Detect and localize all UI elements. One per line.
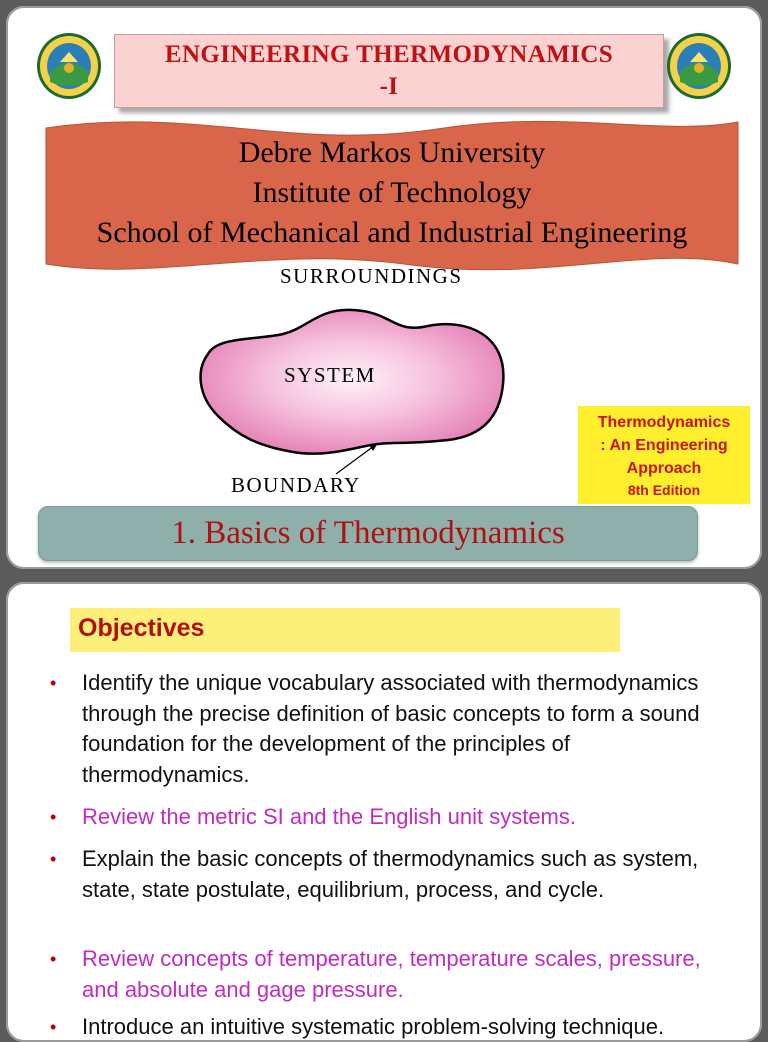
school-name: School of Mechanical and Industrial Engi… bbox=[96, 216, 688, 249]
objective-bullet: • Explain the basic concepts of thermody… bbox=[46, 844, 706, 905]
course-title-line-1: ENGINEERING THERMODYNAMICS bbox=[164, 41, 614, 68]
objective-text: Review concepts of temperature, temperat… bbox=[82, 946, 701, 1002]
university-seal-icon bbox=[36, 32, 102, 100]
objective-bullet: • Identify the unique vocabulary associa… bbox=[46, 668, 706, 790]
textbook-title-line-3: Approach bbox=[626, 460, 702, 477]
bullet-dot-icon: • bbox=[50, 1017, 57, 1037]
bullet-dot-icon: • bbox=[50, 849, 57, 869]
objectives-heading: Objectives bbox=[78, 614, 205, 642]
course-title-line-2: -I bbox=[379, 73, 399, 100]
textbook-reference-box: Thermodynamics : An Engineering Approach… bbox=[578, 406, 750, 504]
bullet-dot-icon: • bbox=[50, 673, 57, 693]
surroundings-label: SURROUNDINGS bbox=[280, 264, 463, 288]
chapter-title-box: 1. Basics of Thermodynamics bbox=[38, 506, 698, 561]
boundary-label: BOUNDARY bbox=[231, 473, 361, 497]
objective-text: Explain the basic concepts of thermodyna… bbox=[82, 846, 699, 902]
university-name: Debre Markos University bbox=[238, 136, 546, 169]
objective-text: Identify the unique vocabulary associate… bbox=[82, 670, 700, 787]
objectives-heading-box: Objectives bbox=[70, 608, 620, 652]
textbook-title-line-1: Thermodynamics bbox=[597, 414, 731, 431]
objective-bullet: • Review concepts of temperature, temper… bbox=[46, 944, 706, 1005]
institution-banner: Debre Markos University Institute of Tec… bbox=[44, 114, 740, 280]
textbook-title-line-2: : An Engineering bbox=[600, 437, 728, 454]
system-boundary-diagram bbox=[178, 296, 518, 486]
institute-name: Institute of Technology bbox=[252, 176, 532, 209]
title-slide: ENGINEERING THERMODYNAMICS -I Debre Mark… bbox=[6, 6, 762, 569]
bullet-dot-icon: • bbox=[50, 949, 57, 969]
chapter-title: 1. Basics of Thermodynamics bbox=[171, 515, 565, 551]
bullet-dot-icon: • bbox=[50, 807, 57, 827]
objective-bullet: • Introduce an intuitive systematic prob… bbox=[46, 1012, 706, 1042]
course-title-box: ENGINEERING THERMODYNAMICS -I bbox=[114, 34, 664, 108]
system-label: SYSTEM bbox=[284, 363, 376, 387]
university-seal-icon bbox=[666, 32, 732, 100]
objective-text: Introduce an intuitive systematic proble… bbox=[82, 1014, 665, 1039]
objective-bullet: • Review the metric SI and the English u… bbox=[46, 802, 706, 833]
system-blob-shape bbox=[199, 308, 505, 455]
objective-text: Review the metric SI and the English uni… bbox=[82, 804, 576, 829]
textbook-edition: 8th Edition bbox=[627, 482, 701, 498]
boundary-arrow-icon bbox=[335, 442, 379, 475]
objectives-slide: Objectives • Identify the unique vocabul… bbox=[6, 582, 762, 1042]
